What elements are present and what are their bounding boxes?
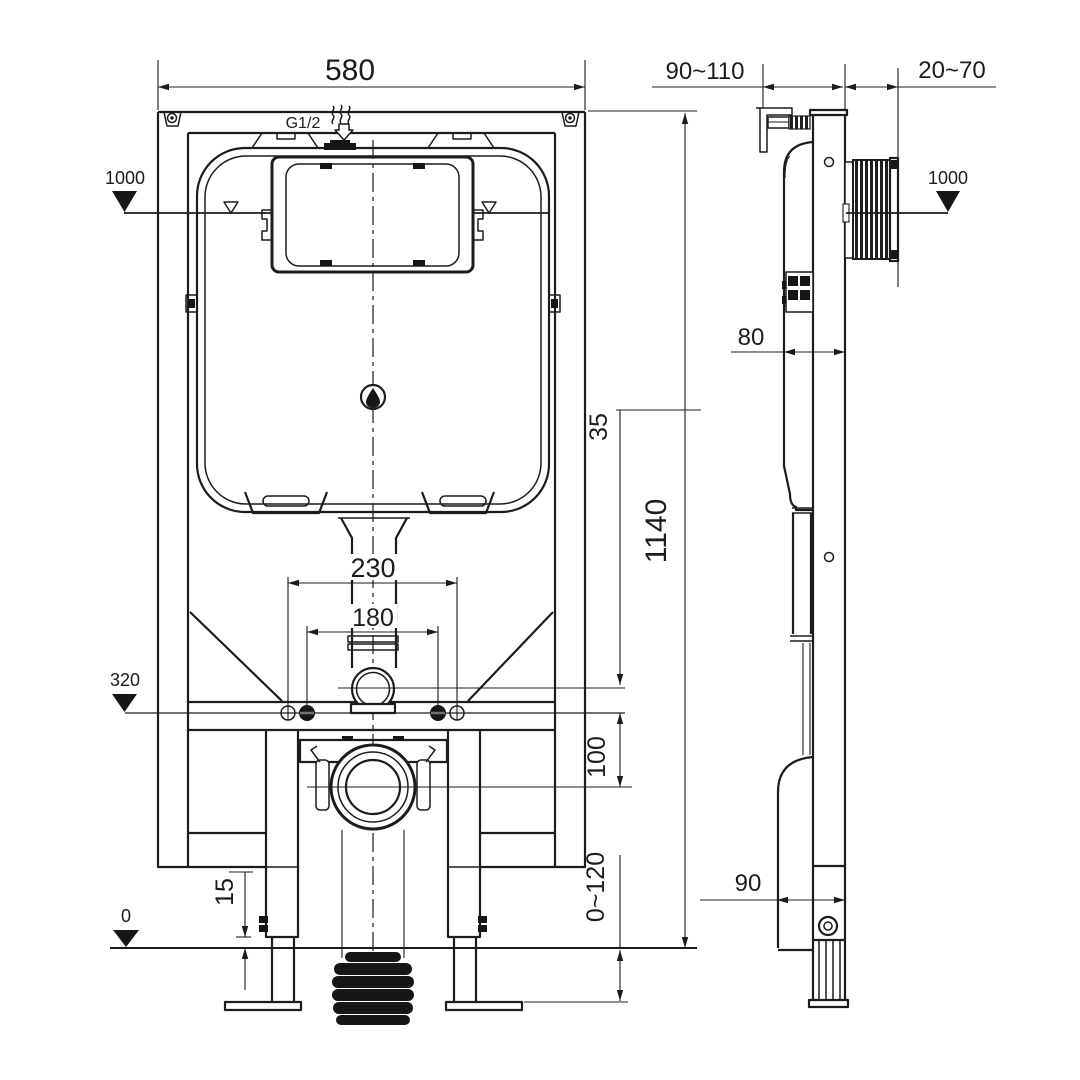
side-flush-pipe bbox=[790, 513, 813, 755]
access-sleeve bbox=[842, 156, 900, 263]
front-view bbox=[156, 110, 587, 1025]
frame-hole-bottom bbox=[823, 551, 835, 563]
dim-wall-distance: 90~110 bbox=[666, 58, 745, 85]
dim-bolt-inner: 180 bbox=[352, 604, 394, 632]
dimensions: 580 230 180 1140 35 100 0~120 15 1000 bbox=[105, 54, 996, 1003]
side-valve-fitting bbox=[782, 271, 814, 313]
dim-lower-depth: 90 bbox=[735, 870, 762, 897]
level-marker-fix bbox=[112, 694, 137, 712]
frame-corner-screws bbox=[163, 111, 580, 127]
wall-bracket bbox=[756, 107, 811, 153]
water-inlet-fitting bbox=[324, 140, 356, 150]
dim-frame-height: 1140 bbox=[640, 499, 673, 564]
level-water-label-side: 1000 bbox=[928, 168, 968, 188]
right-leg bbox=[444, 730, 555, 1012]
dim-foot-clearance: 15 bbox=[211, 878, 239, 906]
dim-leg-adjust-range: 0~120 bbox=[582, 852, 610, 922]
dim-flush-offset: 35 bbox=[585, 413, 613, 441]
dim-frame-depth: 80 bbox=[738, 324, 765, 351]
water-supply-icon bbox=[331, 104, 351, 125]
drain-pipe bbox=[332, 830, 414, 1025]
level-fix-label: 320 bbox=[110, 670, 140, 690]
dim-sleeve-range: 20~70 bbox=[918, 57, 985, 84]
side-foot bbox=[807, 915, 850, 1009]
inlet-down-arrow-icon bbox=[334, 123, 354, 141]
level-floor-label: 0 bbox=[121, 906, 131, 926]
level-water-label-front: 1000 bbox=[105, 168, 145, 188]
side-lower-cover bbox=[776, 755, 814, 952]
flush-valve-marker bbox=[359, 383, 387, 411]
dim-drain-offset: 100 bbox=[583, 736, 611, 778]
dim-bolt-outer: 230 bbox=[350, 553, 395, 583]
level-marker-floor bbox=[113, 930, 139, 947]
left-leg bbox=[188, 730, 303, 1012]
front-frame bbox=[156, 110, 587, 869]
level-marker-water-front bbox=[112, 191, 137, 212]
side-view bbox=[756, 68, 900, 1009]
side-frame bbox=[808, 108, 849, 942]
inlet-thread-label: G1/2 bbox=[286, 115, 321, 132]
level-lines bbox=[110, 191, 960, 949]
level-marker-water-side bbox=[936, 191, 960, 212]
side-tank-cover bbox=[782, 140, 814, 514]
dim-frame-width: 580 bbox=[325, 54, 375, 87]
frame-hole-top bbox=[823, 156, 835, 168]
